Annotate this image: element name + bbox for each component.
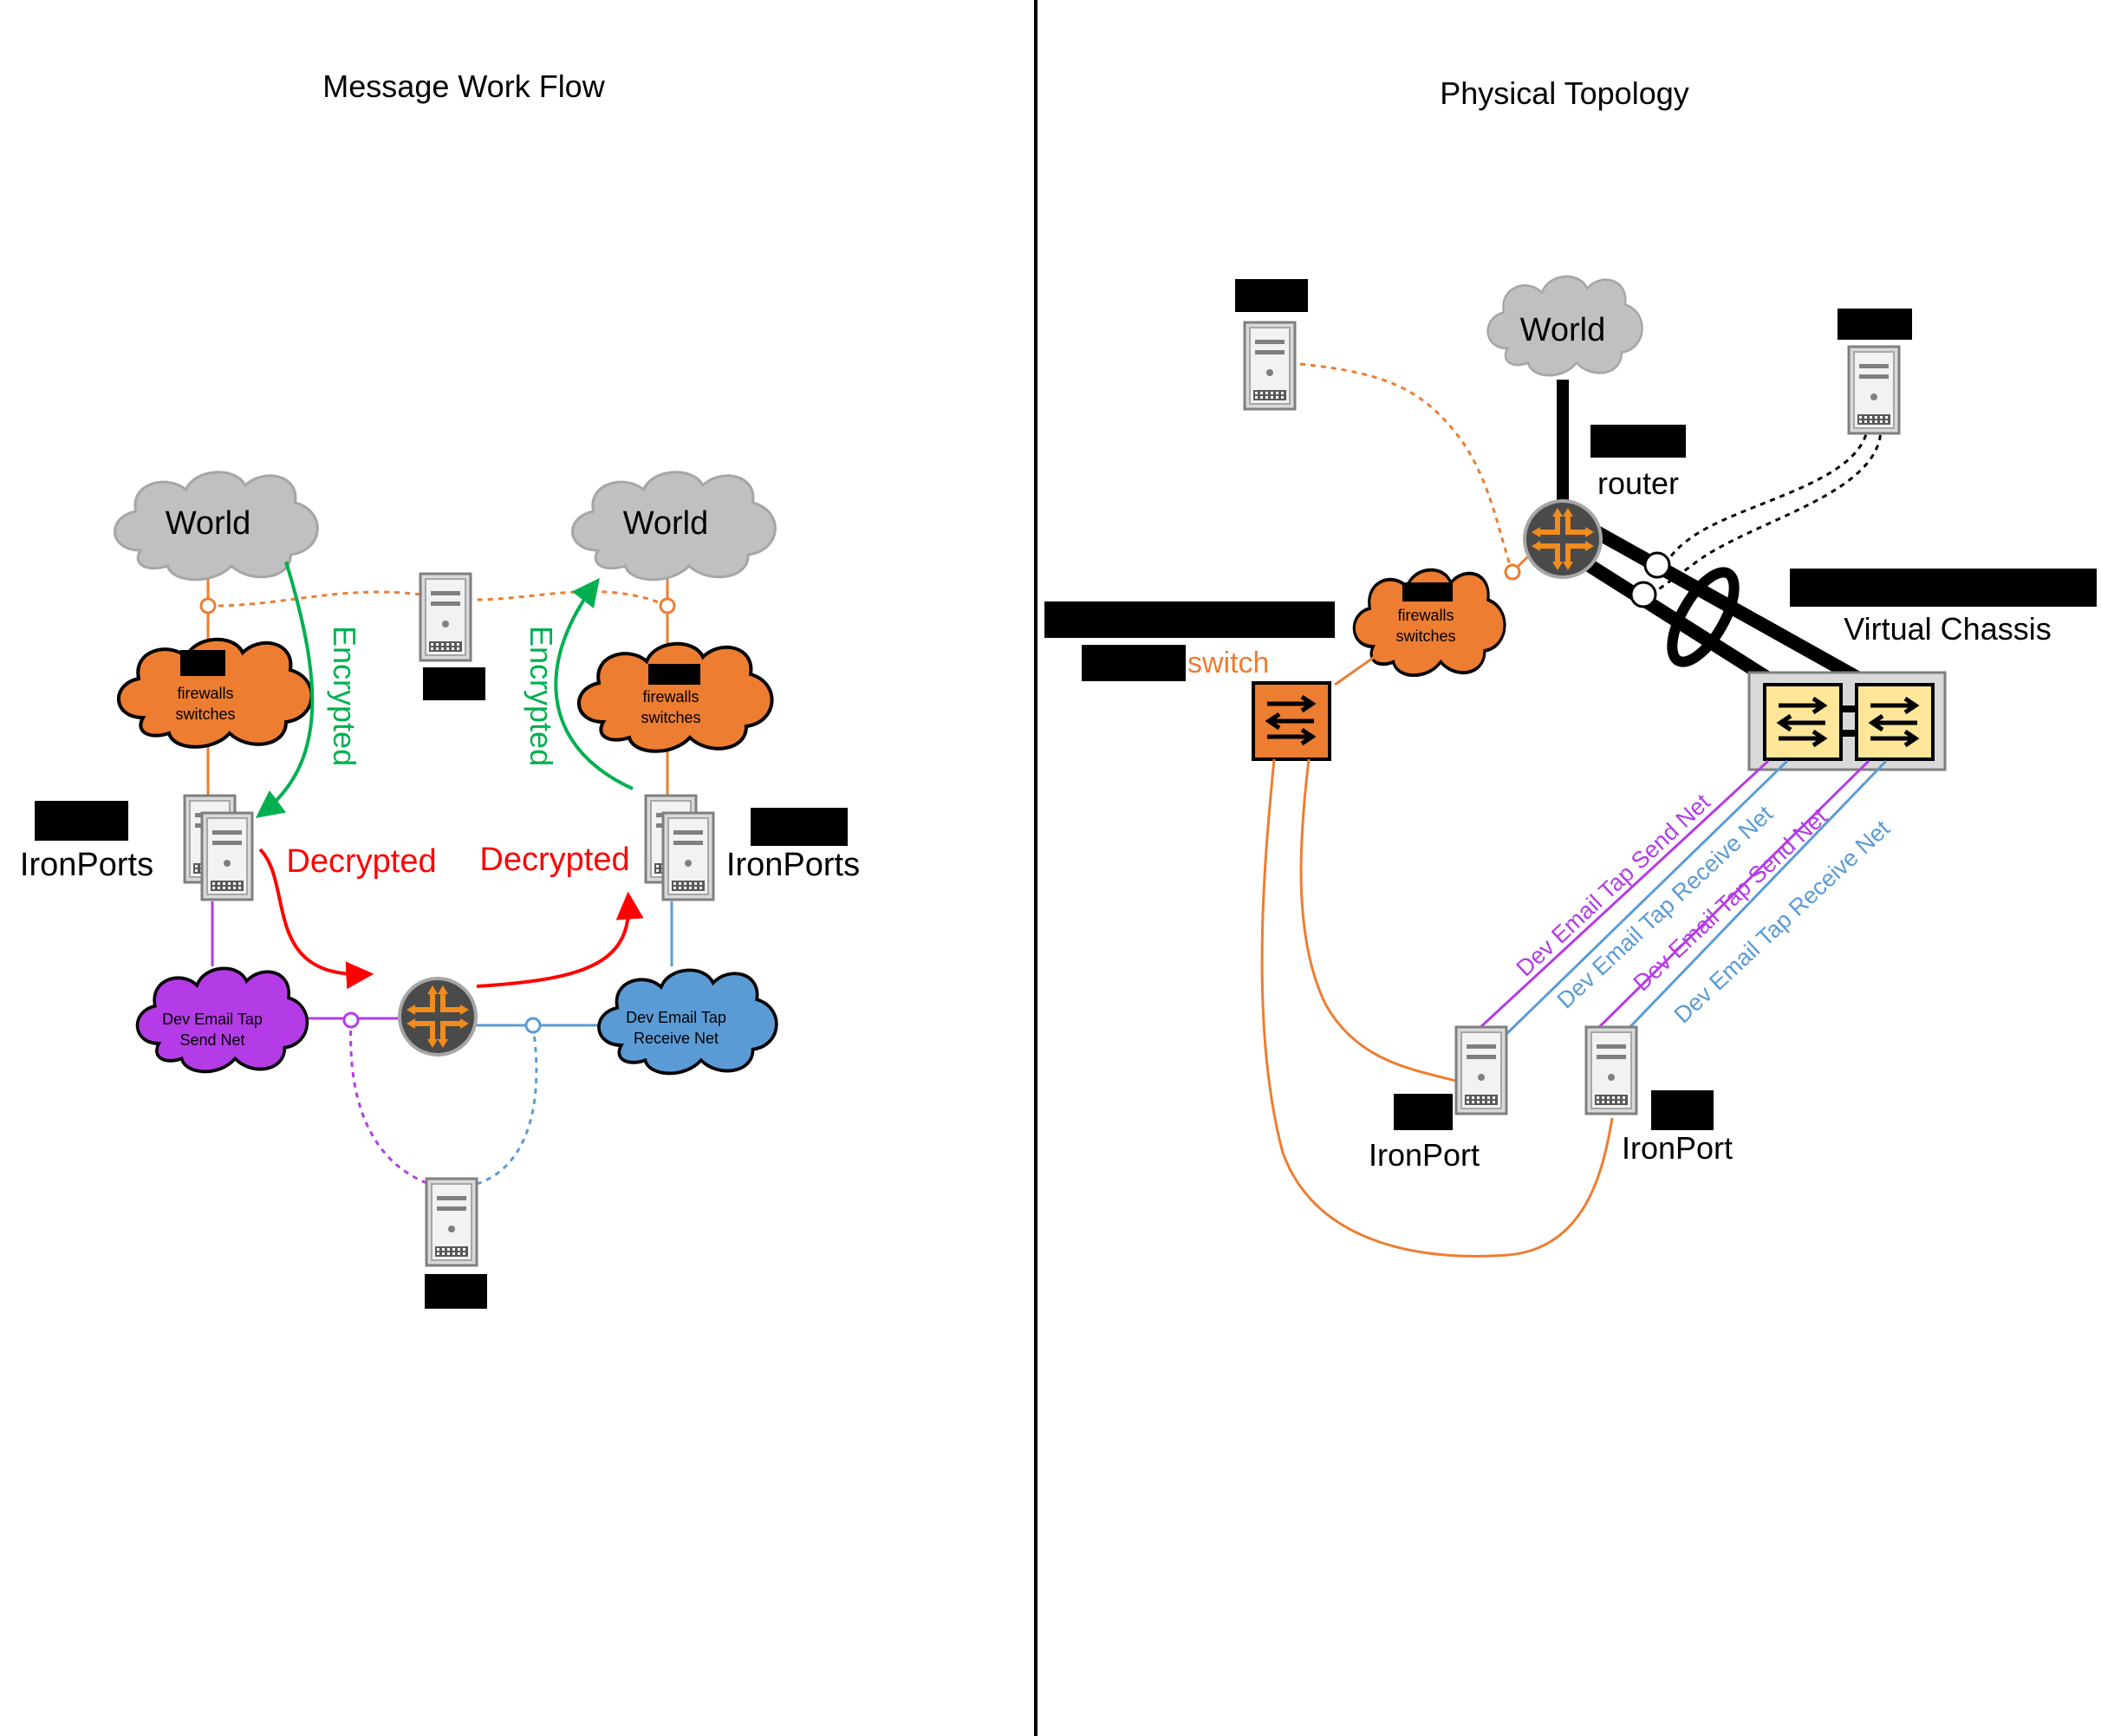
server-icon — [419, 572, 472, 662]
cable-receive-net-1 — [1502, 759, 1789, 1038]
redaction-box — [648, 664, 700, 685]
redaction-box — [1651, 1090, 1714, 1130]
redaction-box — [1235, 279, 1308, 312]
cable-send-net-2 — [1593, 759, 1870, 1033]
world-label-right: World — [623, 505, 709, 542]
router-label: router — [1597, 465, 1679, 501]
switches-label-right: switches — [641, 709, 700, 726]
encrypted-label-right: Encrypted — [524, 626, 559, 766]
right-panel-title: Physical Topology — [1440, 75, 1689, 111]
firewalls-label-topology: firewalls — [1397, 607, 1454, 624]
switches-label-left: switches — [175, 705, 235, 723]
receive-net-label-1: Dev Email Tap — [626, 1009, 726, 1026]
server-icon — [425, 1177, 478, 1267]
server-icon — [1847, 345, 1901, 435]
decrypted-label-right: Decrypted — [479, 842, 629, 878]
cable-send-net-1 — [1476, 759, 1770, 1031]
virtual-chassis-label: Virtual Chassis — [1844, 611, 2051, 647]
redaction-box — [423, 667, 485, 700]
junction-node — [199, 597, 217, 614]
switches-label-topology: switches — [1395, 627, 1455, 645]
junction-node — [1504, 563, 1521, 581]
router-icon — [400, 979, 476, 1055]
switch-icon — [1252, 681, 1331, 761]
router-icon — [1525, 501, 1601, 577]
redaction-box — [1790, 569, 2097, 607]
redaction-box — [1394, 1094, 1453, 1130]
encrypted-label-left: Encrypted — [327, 626, 362, 766]
dotted-link-server-router — [1299, 362, 1514, 573]
redaction-box — [1082, 645, 1186, 681]
redaction-box — [1402, 582, 1453, 601]
tap-point — [1629, 581, 1657, 608]
dotted-tap-link-2 — [1646, 424, 1883, 600]
server-icon — [661, 811, 715, 901]
junction-node — [342, 1011, 360, 1029]
redaction-box — [180, 650, 225, 676]
ironport-label-1: IronPort — [1369, 1137, 1480, 1173]
link-router-chassis-1 — [1587, 523, 1889, 699]
dotted-link-tap-purple — [349, 1019, 430, 1186]
dotted-tap-link-1 — [1658, 424, 1870, 577]
receive-net-label-2: Receive Net — [634, 1030, 719, 1047]
send-net-label-2: Send Net — [179, 1031, 244, 1049]
ironports-label-right: IronPorts — [726, 847, 860, 883]
switch-icon — [1855, 683, 1935, 761]
decrypted-label-left: Decrypted — [286, 843, 436, 880]
lag-ring — [1667, 567, 1740, 667]
firewalls-label-right: firewalls — [642, 688, 699, 705]
cable-switch-ironport-2 — [1260, 758, 1614, 1258]
world-label-topology: World — [1520, 312, 1606, 348]
tap-point — [1643, 551, 1671, 579]
world-label-left: World — [166, 505, 251, 542]
cable-receive-net-2 — [1619, 759, 1888, 1038]
left-panel-title: Message Work Flow — [322, 68, 605, 104]
ironports-label-left: IronPorts — [20, 847, 153, 883]
send-net-label-1: Dev Email Tap — [162, 1011, 263, 1028]
link-switch-fw — [1334, 653, 1379, 686]
server-icon — [1584, 1025, 1638, 1115]
redaction-box — [1838, 309, 1912, 340]
switch-icon — [1763, 683, 1843, 761]
encrypted-arrow-in — [255, 561, 315, 818]
server-icon — [200, 811, 254, 901]
decrypted-arrow-out — [476, 891, 644, 988]
redaction-box — [425, 1274, 487, 1309]
server-icon — [1454, 1025, 1508, 1115]
cable-switch-ironport-1 — [1299, 758, 1466, 1085]
redaction-box — [1044, 601, 1335, 638]
encrypted-arrow-out — [554, 577, 634, 790]
firewalls-label-left: firewalls — [177, 685, 233, 702]
junction-node — [524, 1017, 542, 1034]
server-icon — [1243, 321, 1297, 411]
switch-label: switch — [1187, 647, 1269, 679]
ironport-label-2: IronPort — [1622, 1130, 1733, 1166]
redaction-box — [1590, 425, 1686, 458]
redaction-box — [751, 808, 848, 846]
dotted-link-tap-blue — [476, 1025, 538, 1186]
redaction-box — [35, 801, 128, 841]
junction-node — [659, 597, 676, 614]
decrypted-arrow-in — [258, 848, 374, 990]
